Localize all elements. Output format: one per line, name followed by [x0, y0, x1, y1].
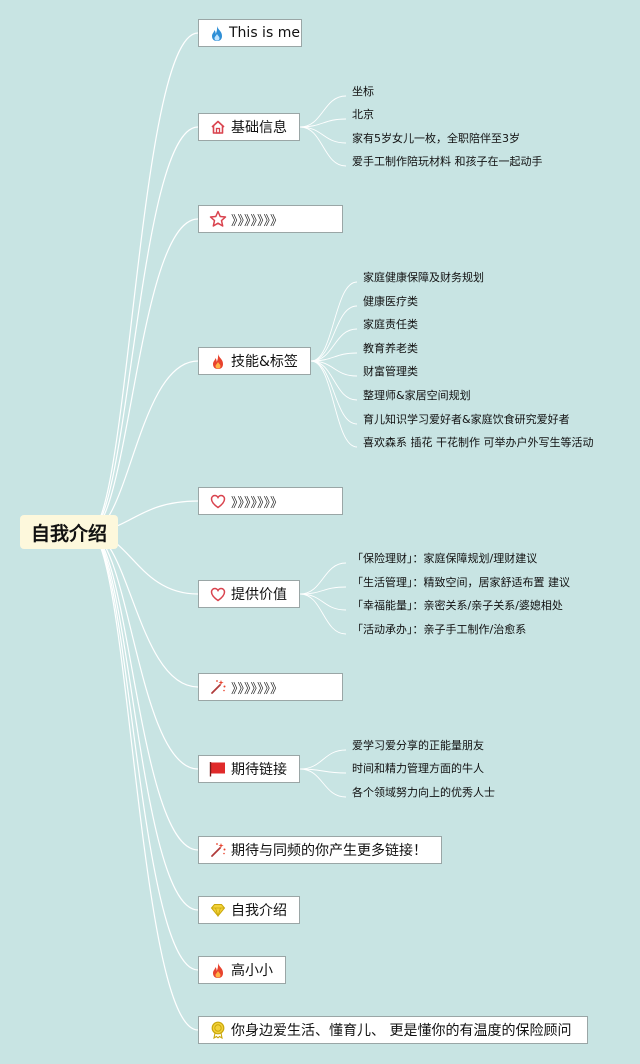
branch-label: 技能&标签: [231, 354, 298, 370]
medal-icon: [209, 1021, 227, 1039]
leaf-node[interactable]: 「保险理财」：家庭保障规划/理财建议: [352, 552, 538, 565]
branch-node-self-intro[interactable]: 自我介绍: [198, 896, 300, 924]
leaf-node[interactable]: 教育养老类: [363, 342, 418, 355]
leaf-node[interactable]: 时间和精力管理方面的牛人: [352, 762, 484, 775]
branch-to-leaf-connector: [299, 586, 347, 595]
leaf-node[interactable]: 坐标: [352, 85, 374, 98]
branch-to-leaf-connector: [299, 95, 347, 128]
branch-node-basic-info[interactable]: 基础信息: [198, 113, 300, 141]
branch-to-leaf-connector: [299, 593, 347, 611]
branch-node-divider-heart[interactable]: 》》》》》》》: [198, 487, 343, 515]
branch-to-leaf-connector: [310, 352, 358, 362]
branch-label: 提供价值: [231, 587, 287, 603]
red-flag-icon: [209, 760, 227, 778]
branch-label: 》》》》》》》: [231, 681, 284, 697]
root-to-branch-connector: [88, 531, 199, 971]
leaf-node[interactable]: 育儿知识学习爱好者&家庭饮食研究爱好者: [363, 413, 570, 426]
branch-label: 期待链接: [231, 762, 287, 778]
branch-node-this-is-me[interactable]: This is me: [198, 19, 302, 47]
branch-label: 》》》》》》》: [231, 495, 284, 511]
branch-to-leaf-connector: [299, 126, 347, 167]
branch-to-leaf-connector: [310, 360, 358, 448]
branch-to-leaf-connector: [299, 749, 347, 770]
branch-to-leaf-connector: [310, 328, 358, 362]
branch-label: This is me: [229, 25, 300, 41]
branch-label: 》》》》》》》: [231, 213, 284, 229]
branch-to-leaf-connector: [299, 768, 347, 798]
root-to-branch-connector: [88, 531, 199, 770]
branch-to-leaf-connector: [299, 118, 347, 128]
magic-wand-icon: [209, 841, 227, 859]
leaf-node[interactable]: 爱学习爱分享的正能量朋友: [352, 739, 484, 752]
diamond-icon: [209, 901, 227, 919]
root-node-label: 自我介绍: [30, 522, 107, 545]
root-to-branch-connector: [88, 531, 199, 911]
branch-label: 期待与同频的你产生更多链接！: [231, 843, 427, 859]
root-to-branch-connector: [88, 126, 199, 533]
branch-node-expect-link[interactable]: 期待链接: [198, 755, 300, 783]
branch-to-leaf-connector: [310, 360, 358, 425]
branch-node-advisor[interactable]: 你身边爱生活、懂育儿、 更是懂你的有温度的保险顾问: [198, 1016, 588, 1044]
leaf-node[interactable]: 家庭责任类: [363, 318, 418, 331]
branch-to-leaf-connector: [310, 360, 358, 401]
leaf-node[interactable]: 「生活管理」：精致空间，居家舒适布置 建议: [352, 576, 570, 589]
root-to-branch-connector: [88, 218, 199, 533]
leaf-node[interactable]: 爱手工制作陪玩材料 和孩子在一起动手: [352, 155, 543, 168]
branch-label: 基础信息: [231, 120, 287, 136]
branch-to-leaf-connector: [310, 305, 358, 362]
magic-wand-icon: [209, 678, 227, 696]
branch-to-leaf-connector: [310, 281, 358, 362]
heart-outline-icon: [209, 492, 227, 510]
branch-label: 你身边爱生活、懂育儿、 更是懂你的有温度的保险顾问: [231, 1023, 572, 1039]
leaf-node[interactable]: 北京: [352, 108, 374, 121]
root-to-branch-connector: [88, 531, 199, 1031]
root-to-branch-connector: [88, 32, 199, 533]
root-node[interactable]: 自我介绍: [20, 515, 118, 549]
branch-to-leaf-connector: [299, 126, 347, 144]
leaf-node[interactable]: 家庭健康保障及财务规划: [363, 271, 484, 284]
branch-node-skills-tags[interactable]: 技能&标签: [198, 347, 311, 375]
star-outline-icon: [209, 210, 227, 228]
branch-node-expect-more[interactable]: 期待与同频的你产生更多链接！: [198, 836, 442, 864]
flame-blue-icon: [209, 24, 225, 42]
leaf-node[interactable]: 「幸福能量」：亲密关系/亲子关系/婆媳相处: [352, 599, 563, 612]
leaf-node[interactable]: 财富管理类: [363, 365, 418, 378]
leaf-node[interactable]: 整理师&家居空间规划: [363, 389, 471, 402]
leaf-node[interactable]: 家有5岁女儿一枚，全职陪伴至3岁: [352, 132, 520, 145]
branch-label: 自我介绍: [231, 903, 287, 919]
branch-node-offer-value[interactable]: 提供价值: [198, 580, 300, 608]
leaf-node[interactable]: 喜欢森系 插花 干花制作 可举办户外写生等活动: [363, 436, 594, 449]
home-icon: [209, 118, 227, 136]
branch-node-divider-wand[interactable]: 》》》》》》》: [198, 673, 343, 701]
flame-red-icon: [209, 961, 227, 979]
leaf-node[interactable]: 各个领域努力向上的优秀人士: [352, 786, 495, 799]
flame-red-icon: [209, 352, 227, 370]
branch-node-name[interactable]: 高小小: [198, 956, 286, 984]
leaf-node[interactable]: 「活动承办」：亲子手工制作/治愈系: [352, 623, 527, 636]
branch-to-leaf-connector: [299, 593, 347, 635]
branch-label: 高小小: [231, 963, 273, 979]
branch-node-divider-star[interactable]: 》》》》》》》: [198, 205, 343, 233]
leaf-node[interactable]: 健康医疗类: [363, 295, 418, 308]
heart-outline-icon: [209, 585, 227, 603]
branch-to-leaf-connector: [299, 562, 347, 595]
